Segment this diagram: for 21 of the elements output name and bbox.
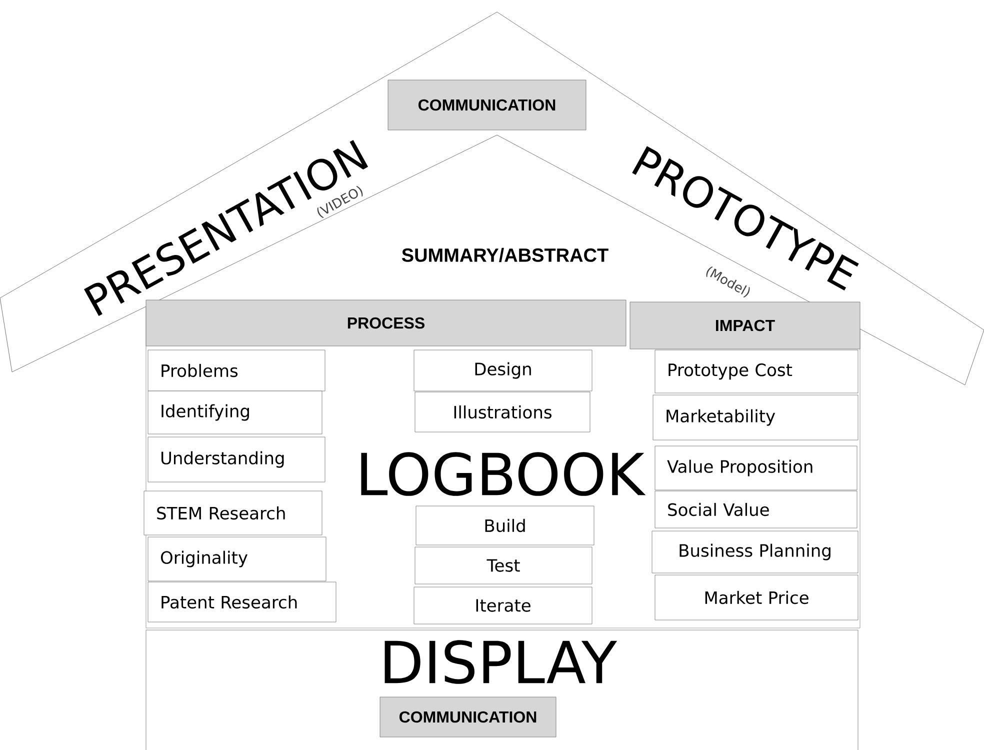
- topic-box: Build: [416, 506, 594, 546]
- topic-box: Identifying: [148, 390, 322, 434]
- topic-box: Social Value: [654, 490, 858, 528]
- topic-box: Design: [414, 350, 592, 392]
- heading-box: COMMUNICATION: [388, 80, 586, 130]
- topic-box: Market Price: [654, 574, 858, 620]
- topic-box: Iterate: [414, 586, 592, 624]
- topic-box: Prototype Cost: [654, 350, 858, 394]
- topic-box: Originality: [148, 536, 326, 582]
- heading-box: PROCESS: [146, 300, 626, 346]
- topic-box: Value Proposition: [654, 446, 858, 490]
- topic-box: Illustrations: [414, 392, 590, 432]
- topic-box: Marketability: [652, 394, 858, 440]
- topic-box: Problems: [148, 350, 326, 392]
- logbook-heading: LOGBOOK: [361, 452, 646, 496]
- topic-box: STEM Research: [144, 490, 322, 536]
- topic-box: Business Planning: [652, 530, 858, 574]
- heading-box: COMMUNICATION: [380, 696, 556, 738]
- topic-box: Understanding: [148, 436, 326, 482]
- topic-box: Test: [414, 546, 592, 584]
- topic-box: Patent Research: [148, 582, 336, 622]
